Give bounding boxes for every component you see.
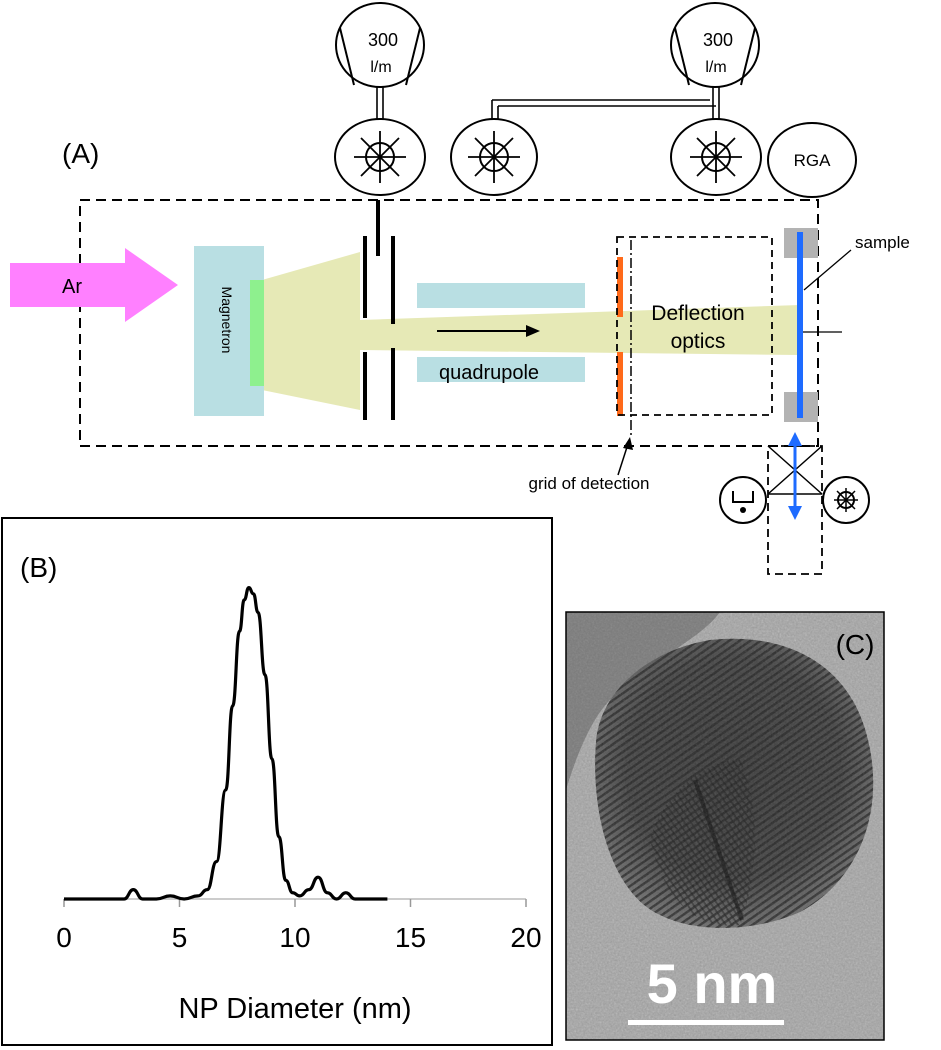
panel-a-schematic: (A) Ar Magnetron quadrupole grid of dete… — [10, 2, 910, 575]
grid-pointer-head — [623, 437, 633, 450]
pressure-gauge-symbol — [732, 491, 754, 503]
chart-frame — [1, 517, 553, 1046]
cluster-beam — [360, 305, 800, 355]
x-tick-label: 5 — [172, 922, 188, 953]
quadrupole-upper-rod — [417, 283, 585, 308]
x-tick-label: 20 — [510, 922, 541, 953]
x-axis-label: NP Diameter (nm) — [178, 993, 411, 1025]
quadrupole-lower-rod — [417, 357, 585, 382]
magnetron-target — [250, 280, 264, 386]
detection-grid-top — [617, 257, 623, 317]
vacuum-chamber-outline — [79, 199, 819, 447]
rga-icon — [767, 122, 857, 198]
transfer-rod-arrow-down — [788, 506, 802, 520]
transfer-rod-arrow-up — [788, 432, 802, 446]
panel-a-label: (A) — [62, 138, 99, 169]
scale-bar-label: 5 nm — [647, 952, 778, 1015]
rotary-pump-icon-2 — [670, 2, 760, 88]
size-distribution-curve — [64, 585, 388, 901]
x-tick-label: 10 — [279, 922, 310, 953]
rotary-pump-1-unit: l/m — [370, 59, 391, 76]
turbo-pump-icon-3 — [670, 118, 762, 196]
rotary-pump-icon-1 — [335, 2, 425, 88]
panel-c-tem-image: (C) 5 nm — [565, 611, 885, 1041]
deflection-optics-label-line2: optics — [671, 330, 726, 353]
tem-frame — [565, 611, 885, 1041]
grid-of-detection-label: grid of detection — [529, 474, 650, 493]
grid-pointer-line — [617, 443, 629, 476]
deflection-optics-label-line1: Deflection — [651, 302, 744, 325]
quadrupole-label: quadrupole — [439, 362, 539, 384]
pressure-gauge-dot — [740, 507, 746, 513]
tem-noise-overlay — [566, 612, 884, 1040]
panel-b-label: (B) — [20, 552, 57, 583]
rotary-pump-1-speed: 300 — [368, 30, 398, 50]
pressure-gauge-icon — [719, 476, 767, 524]
deflection-optics-box — [616, 236, 773, 416]
magnetron-label: Magnetron — [219, 287, 235, 354]
sample-pointer-line — [803, 249, 852, 291]
sample-substrate — [797, 232, 803, 418]
detection-grid-bottom — [617, 352, 623, 416]
turbo-pump-icon-1 — [334, 118, 426, 196]
ar-gas-arrow — [10, 248, 178, 322]
rotary-pump-2-unit: l/m — [705, 59, 726, 76]
x-tick-label: 15 — [395, 922, 426, 953]
turbo-pump-icon-2 — [450, 118, 538, 196]
panel-c-label: (C) — [836, 629, 875, 660]
x-axis-ticks: 0 5 10 15 20 — [56, 899, 542, 953]
x-tick-label: 0 — [56, 922, 72, 953]
ar-gas-label: Ar — [62, 276, 82, 298]
load-lock-pump-icon — [822, 476, 870, 524]
beam-direction-arrow-head — [526, 325, 540, 337]
cluster-beam-cone — [262, 252, 360, 410]
scale-bar — [628, 1020, 784, 1025]
rga-label: RGA — [794, 151, 832, 170]
sample-label: sample — [855, 233, 910, 252]
rotary-pump-2-speed: 300 — [703, 30, 733, 50]
panel-b-chart: (B) 0 5 10 15 20 NP Diameter (nm) — [1, 517, 553, 1046]
